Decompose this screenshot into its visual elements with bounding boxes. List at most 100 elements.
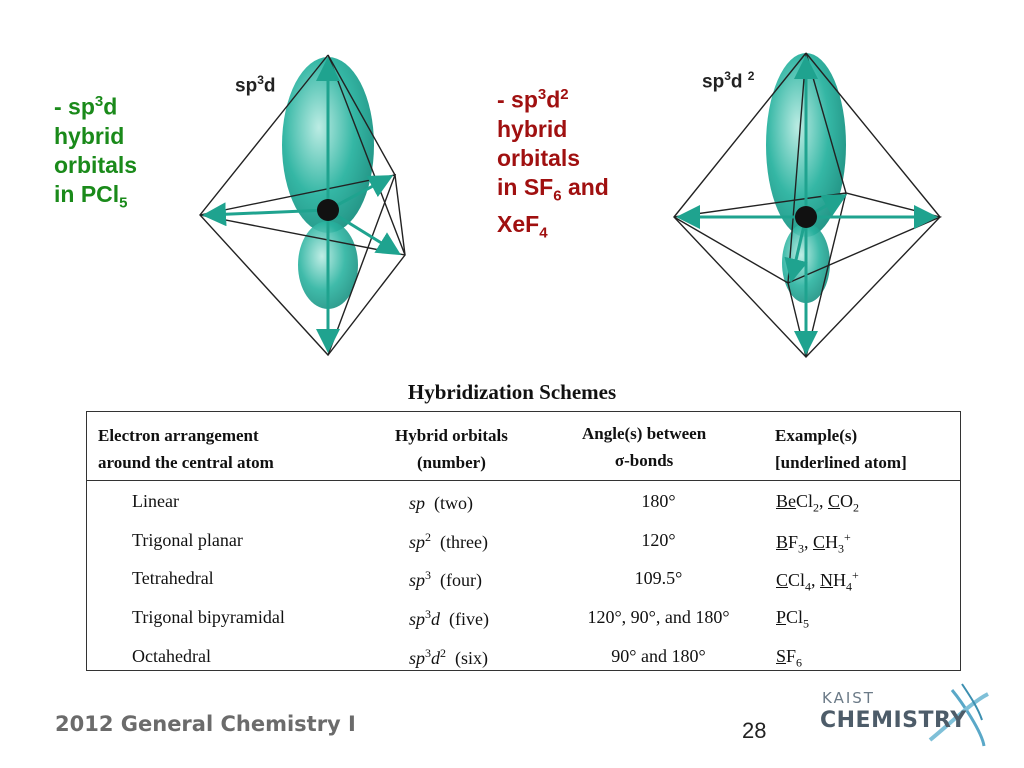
caption-line: orbitals [497, 144, 581, 171]
formula-charge: + [844, 530, 851, 544]
hybrid-count: (two) [434, 493, 474, 513]
logo-swoosh [928, 683, 989, 747]
sp3d2-orbital-diagram [668, 45, 953, 365]
central-atom [795, 206, 817, 228]
diagram-label-sp3d2: sp3d 2 [702, 69, 754, 93]
hybrid-superscript: 2 [425, 530, 432, 544]
bond-arrows [202, 57, 402, 353]
cell-arrangement: Linear [132, 491, 179, 511]
table-title: Hybridization Schemes [407, 380, 617, 404]
caption-superscript: 3 [94, 93, 104, 110]
cell-hybrid: sp3 (four) [409, 568, 482, 591]
logo-text-kaist: KAIST [822, 689, 875, 707]
hybrid-symbol: sp [409, 570, 426, 590]
label-text: sp [235, 75, 258, 97]
hybrid-count: (six) [455, 648, 489, 668]
formula-subscript: 3 [798, 541, 805, 556]
cell-arrangement: Trigonal planar [132, 530, 243, 550]
header-text: σ-bonds [614, 451, 674, 470]
label-text: d [263, 75, 276, 97]
hybrid-count: (three) [440, 532, 488, 552]
cell-example: BF3, CH3+ [776, 530, 851, 557]
hybrid-symbol: sp [409, 493, 426, 513]
formula-rest: Cl [788, 570, 806, 590]
formula-rest: H [833, 570, 847, 590]
caption-text: in SF [497, 173, 554, 200]
underlined-atom: Be [776, 491, 796, 511]
header-text: (number) [416, 453, 486, 472]
underlined-atom: C [813, 532, 826, 552]
cell-example: SF6 [776, 646, 802, 671]
cell-angle: 120°, 90°, and 180° [587, 607, 730, 627]
cell-hybrid: sp2 (three) [409, 530, 488, 553]
caption-sp3d: - sp3d hybrid orbitals in PCl5 [54, 87, 137, 217]
course-footer: 2012 General Chemistry I [55, 712, 356, 736]
caption-line: orbitals [54, 151, 138, 178]
underlined-atom: C [828, 491, 841, 511]
underlined-atom: N [820, 570, 834, 590]
caption-line: hybrid [497, 115, 568, 142]
caption-subscript: 5 [119, 194, 128, 212]
formula-subscript: 2 [813, 500, 820, 515]
formula-subscript: 4 [805, 579, 812, 594]
caption-subscript: 4 [539, 224, 548, 242]
cell-arrangement: Trigonal bipyramidal [132, 607, 285, 627]
caption-text: - sp [497, 86, 538, 113]
cell-hybrid: sp3d2 (six) [409, 646, 488, 669]
caption-text: d [546, 86, 561, 113]
formula-rest: O [840, 491, 854, 511]
caption-text: in PCl [54, 180, 120, 207]
header-angle: Angle(s) between σ-bonds [582, 420, 706, 474]
caption-line: hybrid [54, 122, 125, 149]
formula-separator: , [811, 570, 821, 590]
hybrid-symbol: sp [409, 648, 426, 668]
header-text: [underlined atom] [775, 453, 907, 472]
hybrid-count: (four) [440, 570, 482, 590]
formula-subscript: 3 [838, 541, 845, 556]
cell-angle: 180° [641, 491, 676, 511]
cell-example: PCl5 [776, 607, 809, 632]
logo-text-chemistry: CHEMISTRY [820, 708, 967, 733]
cell-hybrid: sp (two) [409, 491, 473, 514]
formula-subscript: 2 [853, 500, 860, 515]
sp3d-orbital-diagram [190, 45, 420, 365]
formula-subscript: 4 [846, 579, 853, 594]
diagram-label-sp3d: sp3d [235, 73, 275, 97]
hybrid-d-symbol: d [431, 648, 441, 668]
formula-separator: , [804, 532, 814, 552]
cell-hybrid: sp3d (five) [409, 607, 489, 630]
label-superscript: 3 [724, 69, 731, 83]
hybridization-table: Electron arrangement around the central … [86, 411, 961, 671]
caption-text: d [103, 93, 118, 120]
cell-angle: 109.5° [634, 568, 683, 588]
formula-charge: + [852, 568, 859, 582]
caption-text: - sp [54, 93, 95, 120]
header-text: Example(s) [775, 426, 858, 445]
hybrid-superscript: 3 [425, 607, 432, 621]
underlined-atom: B [776, 532, 789, 552]
header-text: Hybrid orbitals [395, 426, 508, 445]
cell-arrangement: Octahedral [132, 646, 211, 666]
cell-angle: 90° and 180° [611, 646, 706, 666]
page-number: 28 [742, 718, 767, 743]
hybrid-d-symbol: d [431, 609, 441, 629]
underlined-atom: C [776, 570, 789, 590]
caption-text: and [561, 173, 609, 200]
label-superscript: 3 [257, 73, 264, 87]
header-arrangement: Electron arrangement around the central … [98, 422, 274, 476]
kaist-chemistry-logo: KAIST CHEMISTRY [812, 682, 992, 752]
formula-separator: , [819, 491, 829, 511]
header-text: Electron arrangement [98, 426, 259, 445]
formula-rest: Cl [796, 491, 814, 511]
hybrid-superscript: 3 [425, 568, 432, 582]
trigonal-bipyramid-svg [199, 54, 406, 357]
hybrid-d-superscript: 2 [440, 646, 447, 660]
formula-rest: F [786, 646, 797, 666]
header-hybrid: Hybrid orbitals (number) [395, 422, 508, 476]
caption-subscript: 6 [553, 187, 562, 205]
cell-example: CCl4, NH4+ [776, 568, 859, 595]
cell-example: BeCl2, CO2 [776, 491, 859, 516]
label-superscript: 2 [747, 69, 755, 83]
header-divider [87, 480, 960, 481]
central-atom [317, 199, 339, 221]
